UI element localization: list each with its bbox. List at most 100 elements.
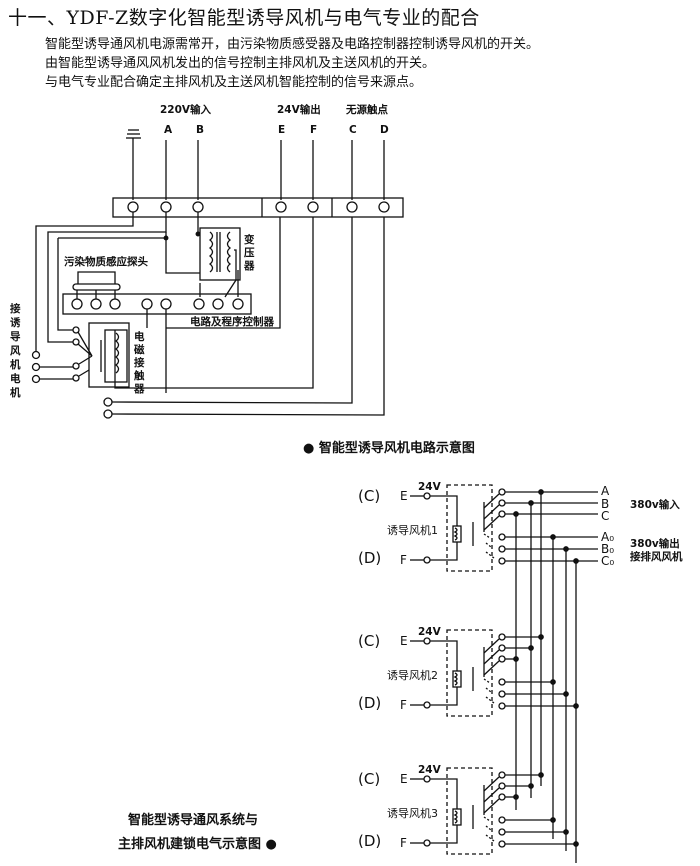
unit1-coil	[452, 525, 462, 543]
unit2-terminal-f	[423, 701, 431, 709]
label-220v-input: 220V输入	[160, 103, 212, 116]
output-380v-label: 380v输出	[630, 537, 680, 550]
unit3-c-label: (C)	[358, 770, 380, 788]
unit3-contact-5	[498, 828, 506, 836]
unit1-f-label: F	[400, 553, 407, 567]
contactor-label: 电	[134, 330, 145, 343]
terminal-label-f: F	[310, 124, 317, 136]
unit3-name: 诱导风机3	[387, 806, 438, 820]
transformer-label: 变	[244, 233, 255, 246]
circuit-diagram: 220V输入 24V输出 无源触点 A B E F C D	[10, 103, 475, 456]
terminal-c	[346, 201, 358, 213]
unit2-f-label: F	[400, 698, 407, 712]
terminal-block	[112, 197, 404, 218]
exhaust-fan-label: 接排风风机	[630, 550, 683, 563]
svg-text:磁: 磁	[134, 343, 145, 356]
unit3-contact-4	[498, 816, 506, 824]
unit1-terminal-e	[423, 492, 431, 500]
description-line-3: 与电气专业配合确定主排风机及主送风机智能控制的信号来源点。	[45, 75, 423, 90]
unit2-contact-5	[498, 690, 506, 698]
terminal-f	[307, 201, 319, 213]
terminal-e	[275, 201, 287, 213]
unit2-contact-3	[498, 655, 506, 663]
page-title: 十一、YDF-Z数字化智能型诱导风机与电气专业的配合	[8, 7, 480, 29]
motor-terminal-3	[31, 374, 41, 384]
unit1-terminal-f	[423, 556, 431, 564]
unit3-d-label: (D)	[358, 832, 381, 850]
electromagnetic-contactor	[88, 322, 130, 388]
unit1-contact-2	[498, 499, 506, 507]
unit1-contact-5	[498, 545, 506, 553]
bus-label-a: A	[601, 484, 610, 498]
unit2-d-label: (D)	[358, 694, 381, 712]
unit3-voltage-label: 24V	[418, 764, 442, 776]
pollution-sensor-label: 污染物质感应探头	[64, 255, 148, 268]
terminal-a	[160, 201, 172, 213]
unit2-name: 诱导风机2	[387, 668, 438, 682]
unit1-d-label: (D)	[358, 549, 381, 567]
unit3-f-label: F	[400, 836, 407, 850]
unit2-contact-6	[498, 702, 506, 710]
terminal-ground	[127, 201, 139, 213]
terminal-label-d: D	[380, 124, 389, 136]
bus-label-c: C	[601, 509, 609, 523]
unit3-terminal-f	[423, 839, 431, 847]
unit2-c-label: (C)	[358, 632, 380, 650]
fan-motor-label: 接	[10, 302, 21, 315]
unit3-contact-3	[498, 793, 506, 801]
svg-text:电: 电	[10, 372, 21, 385]
unit1-c-label: (C)	[358, 487, 380, 505]
circuit-diagram-caption: ● 智能型诱导风机电路示意图	[303, 440, 475, 456]
unit3-contact-6	[498, 840, 506, 848]
motor-terminal-1	[31, 350, 41, 360]
svg-text:导: 导	[10, 331, 21, 343]
controller	[62, 293, 252, 315]
bus-label-b0: B₀	[601, 542, 614, 556]
dry-contact-terminal-c	[103, 397, 113, 407]
svg-text:触: 触	[133, 369, 145, 382]
terminal-label-a: A	[164, 124, 173, 136]
unit1-contact-6	[498, 557, 506, 565]
interlock-diagram: (C) (D) E F 24V 诱导风机1 (C) (D) E F 24V 诱导风机2 (C) (D) E F…	[358, 481, 598, 863]
unit2-relay-box	[446, 629, 493, 717]
svg-text:风: 风	[10, 345, 21, 357]
terminal-label-e: E	[278, 124, 285, 136]
interlock-caption-line-2: 主排风机建锁电气示意图 ●	[118, 836, 277, 852]
pollution-sensor	[77, 271, 116, 284]
svg-text:机: 机	[10, 386, 21, 399]
bus-label-b: B	[601, 497, 609, 511]
svg-text:器: 器	[243, 260, 255, 272]
terminal-b	[192, 201, 204, 213]
label-dry-contact: 无源触点	[345, 103, 388, 116]
description-line-1: 智能型诱导通风机电源需常开，由污染物质感受器及电路控制器控制诱导风机的开关。	[45, 37, 540, 52]
controller-label: 电路及程序控制器	[190, 315, 274, 328]
svg-text:诱: 诱	[10, 316, 21, 329]
unit1-voltage-label: 24V	[418, 481, 442, 493]
unit3-e-label: E	[400, 772, 408, 786]
terminal-label-c: C	[349, 124, 357, 136]
unit3-coil	[452, 808, 462, 826]
unit2-terminal-e	[423, 637, 431, 645]
unit1-contact-3	[498, 510, 506, 518]
svg-text:器: 器	[133, 383, 145, 395]
unit2-voltage-label: 24V	[418, 626, 442, 638]
transformer	[199, 227, 241, 281]
dry-contact-terminal-d	[103, 409, 113, 419]
unit2-contact-1	[498, 633, 506, 641]
motor-terminal-2	[31, 362, 41, 372]
unit2-coil	[452, 670, 462, 688]
unit1-name: 诱导风机1	[387, 523, 438, 537]
unit1-e-label: E	[400, 489, 408, 503]
ground-icon	[126, 129, 141, 200]
interlock-caption-line-1: 智能型诱导通风系统与	[128, 812, 258, 828]
unit1-contact-1	[498, 488, 506, 496]
unit2-e-label: E	[400, 634, 408, 648]
svg-text:压: 压	[244, 247, 255, 259]
unit1-contact-4	[498, 533, 506, 541]
terminal-d	[378, 201, 390, 213]
label-24v-output: 24V输出	[277, 103, 321, 116]
unit1-relay-box	[446, 484, 493, 572]
description-line-2: 由智能型诱导通风风机发出的信号控制主排风机及主送风机的开关。	[45, 56, 436, 71]
unit2-contact-4	[498, 678, 506, 686]
